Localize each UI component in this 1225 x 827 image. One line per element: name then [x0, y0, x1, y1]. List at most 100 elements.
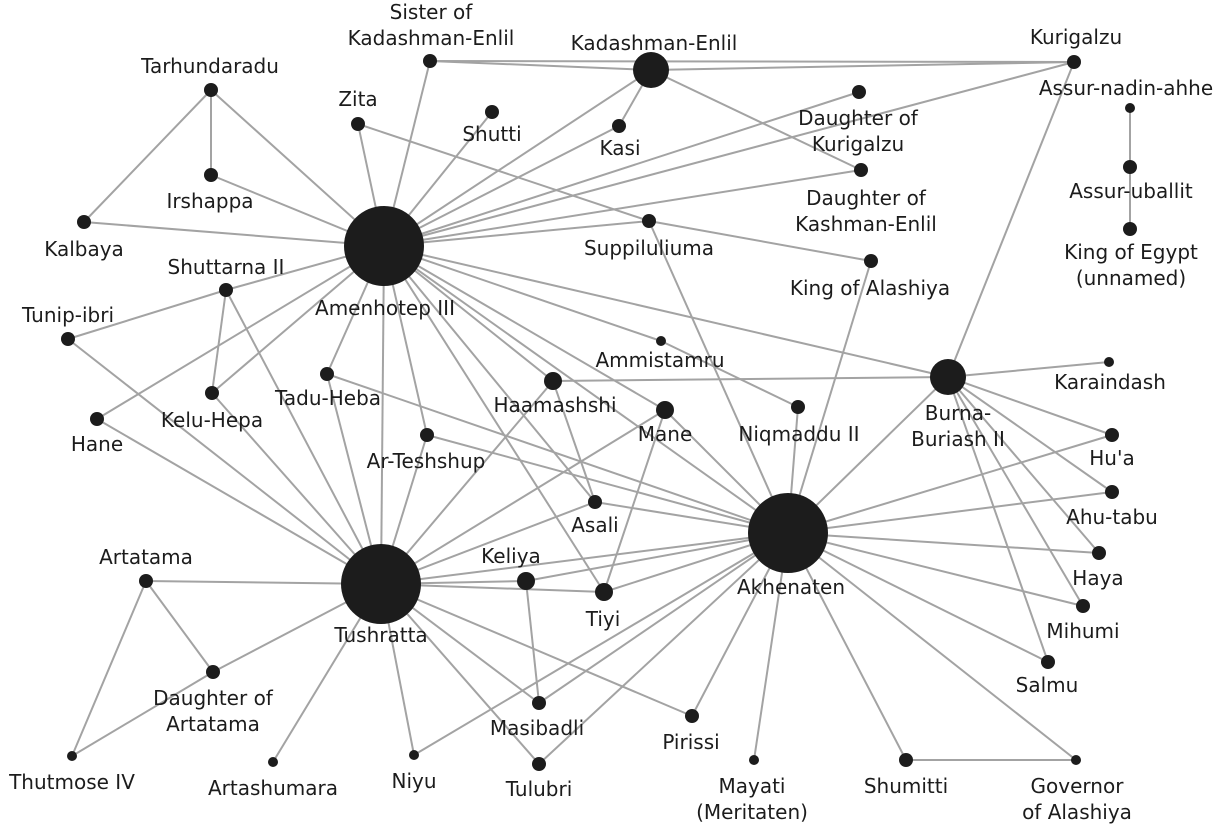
node-kadashman[interactable]	[633, 52, 669, 88]
node-burna[interactable]	[930, 359, 966, 395]
label-tiyi: Tiyi	[585, 607, 621, 631]
node-salmu[interactable]	[1041, 655, 1055, 669]
label-asali: Asali	[571, 513, 618, 537]
label-haya: Haya	[1072, 566, 1123, 590]
edge-akhenaten-ahutabu	[787, 491, 1113, 534]
node-masibadli[interactable]	[532, 696, 546, 710]
node-suppiluliuma[interactable]	[642, 214, 656, 228]
node-alashiya[interactable]	[864, 254, 878, 268]
label-line: Buriash II	[911, 427, 1005, 451]
node-shumitti[interactable]	[899, 753, 913, 767]
edge-hane-tushratta	[96, 418, 382, 585]
label-shuttarna: Shuttarna II	[168, 255, 285, 279]
label-line: Tiyi	[585, 607, 621, 631]
label-line: Tunip-ibri	[21, 303, 114, 327]
edge-sister-kadashman	[429, 60, 652, 71]
node-assurnadin[interactable]	[1125, 103, 1135, 113]
edge-burna-karaindash	[947, 361, 1110, 378]
node-keliya[interactable]	[517, 572, 535, 590]
node-pirissi[interactable]	[685, 709, 699, 723]
node-arteshshup[interactable]	[420, 428, 434, 442]
node-hua[interactable]	[1105, 428, 1119, 442]
edge-amenhotep-asali	[383, 245, 596, 503]
edge-haamashshi-burna	[552, 376, 949, 382]
node-governor[interactable]	[1071, 755, 1081, 765]
label-line: Shumitti	[864, 774, 948, 798]
edge-suppiluliuma-akhenaten	[648, 220, 789, 534]
label-line: Mayati	[718, 774, 785, 798]
node-hane[interactable]	[90, 412, 104, 426]
node-kurigalzu[interactable]	[1067, 55, 1081, 69]
node-tarhundaradu[interactable]	[204, 83, 218, 97]
node-asali[interactable]	[588, 495, 602, 509]
label-arteshshup: Ar-Teshshup	[367, 449, 486, 473]
node-artashumara[interactable]	[268, 757, 278, 767]
edge-keliya-masibadli	[525, 580, 540, 704]
node-dkashman[interactable]	[854, 163, 868, 177]
node-tunip[interactable]	[61, 332, 75, 346]
node-kingegypt[interactable]	[1123, 222, 1137, 236]
node-sister[interactable]	[423, 54, 437, 68]
label-line: Tadu-Heba	[274, 386, 381, 410]
node-kelu[interactable]	[205, 386, 219, 400]
label-line: (Meritaten)	[696, 800, 808, 824]
node-mane[interactable]	[656, 401, 674, 419]
node-dartatama[interactable]	[206, 665, 220, 679]
node-akhenaten[interactable]	[748, 493, 828, 573]
edge-akhenaten-keliya	[525, 532, 789, 582]
label-line: Hu'a	[1089, 446, 1134, 470]
label-karaindash: Karaindash	[1054, 370, 1166, 394]
node-mayati[interactable]	[749, 755, 759, 765]
label-line: of Alashiya	[1022, 800, 1132, 824]
label-line: Haya	[1072, 566, 1123, 590]
label-kurigalzu: Kurigalzu	[1030, 25, 1122, 49]
label-line: Kasi	[600, 136, 641, 160]
node-shutti[interactable]	[485, 105, 499, 119]
label-line: Ar-Teshshup	[367, 449, 486, 473]
edge-akhenaten-tushratta	[380, 532, 789, 585]
edge-alashiya-akhenaten	[787, 260, 872, 534]
label-line: Daughter of	[798, 106, 919, 130]
label-hane: Hane	[71, 432, 123, 456]
label-tarhundaradu: Tarhundaradu	[140, 54, 279, 78]
node-kalbaya[interactable]	[77, 215, 91, 229]
edge-akhenaten-tulubri	[538, 532, 789, 765]
node-zita[interactable]	[351, 117, 365, 131]
node-ammistamru[interactable]	[656, 336, 666, 346]
node-irshappa[interactable]	[204, 168, 218, 182]
node-kasi[interactable]	[612, 119, 626, 133]
node-niqmaddu[interactable]	[791, 400, 805, 414]
label-line: Niqmaddu II	[738, 422, 859, 446]
node-dkurigalzu[interactable]	[852, 85, 866, 99]
node-haya[interactable]	[1092, 546, 1106, 560]
label-assuruballit: Assur-uballit	[1069, 179, 1193, 203]
node-niyu[interactable]	[409, 750, 419, 760]
node-haamashshi[interactable]	[544, 372, 562, 390]
node-amenhotep[interactable]	[344, 206, 424, 286]
edge-artatama-thutmose	[71, 580, 147, 757]
edge-burna-haya	[947, 376, 1100, 554]
node-mihumi[interactable]	[1076, 599, 1090, 613]
label-line: Shutti	[462, 122, 521, 146]
node-karaindash[interactable]	[1104, 357, 1114, 367]
node-tiyi[interactable]	[595, 583, 613, 601]
edge-amenhotep-tushratta	[380, 245, 385, 585]
node-artatama[interactable]	[139, 574, 153, 588]
node-tulubri[interactable]	[532, 757, 546, 771]
label-kalbaya: Kalbaya	[44, 237, 124, 261]
edge-akhenaten-niyu	[413, 532, 789, 756]
node-tushratta[interactable]	[341, 544, 421, 624]
node-thutmose[interactable]	[67, 751, 77, 761]
node-shuttarna[interactable]	[219, 283, 233, 297]
node-ahutabu[interactable]	[1105, 485, 1119, 499]
label-burna: Burna-Buriash II	[911, 401, 1005, 451]
edge-amenhotep-kalbaya	[83, 221, 385, 247]
label-line: Assur-nadin-ahhe	[1039, 76, 1213, 100]
edge-amenhotep-kadashman	[383, 69, 652, 247]
edge-ammistamru-niqmaddu	[660, 340, 799, 408]
label-line: Kelu-Hepa	[161, 408, 263, 432]
label-line: Niyu	[391, 769, 436, 793]
node-tadu[interactable]	[320, 367, 334, 381]
label-thutmose: Thutmose IV	[8, 770, 135, 794]
node-assuruballit[interactable]	[1123, 160, 1137, 174]
